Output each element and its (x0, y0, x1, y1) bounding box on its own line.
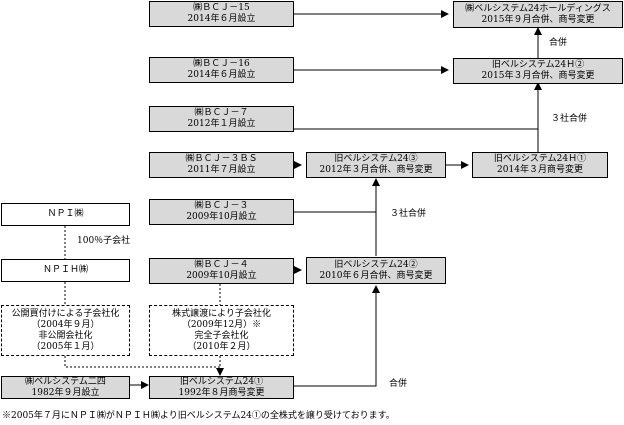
label-wholly-owned-subsidiary: 100％子会社 (77, 236, 131, 246)
node-detail: 1982年９月設立 (31, 387, 100, 398)
node-name: ㈱ベルシステム24ホールディングス (465, 3, 611, 14)
node-detail: 2015年３月合併、商号変更 (481, 71, 595, 81)
box-npi: ＮＰＩ㈱ (1, 203, 130, 226)
box-bcj7: ㈱ＢＣＪ－７ 2012年１月設立 (149, 106, 294, 132)
node-name: ＮＰＩ㈱ (47, 209, 84, 219)
node-detail: 2012年３月合併、商号変更 (319, 165, 433, 175)
box-bcj4: ㈱ＢＣＪ－４ 2009年10月設立 (149, 258, 294, 284)
node-name: 旧ベルシステム24Ｈ① (493, 154, 587, 164)
label-three-company-merge-mid: ３社合併 (390, 209, 427, 219)
note-line: 株式譲渡により子会社化 (172, 308, 271, 319)
box-bcj3bs: ㈱ＢＣＪ－３ＢＳ 2011年７月設立 (149, 152, 294, 178)
node-detail: 2014年３月商号変更 (497, 165, 583, 175)
box-npih: ＮＰＩＨ㈱ (1, 259, 130, 282)
label-merge-top: 合併 (549, 38, 568, 48)
box-bcj3: ㈱ＢＣＪ－３ 2009年10月設立 (149, 199, 294, 225)
node-detail: 2012年１月設立 (187, 119, 256, 129)
box-old24-h1: 旧ベルシステム24Ｈ① 2014年３月商号変更 (472, 152, 608, 178)
node-name: 旧ベルシステム24② (334, 259, 418, 270)
node-name: ㈱ＢＣＪ－３ＢＳ (185, 154, 258, 164)
node-detail: 2015年９月合併、商号変更 (481, 14, 595, 25)
box-npih-note: 公開買付けによる子会社化 （2004年９月） 非公開会社化 （2005年１月） (1, 305, 130, 356)
node-name: ㈱ＢＣＪ－７ (194, 108, 249, 118)
line-npih-note-to-old24-1 (64, 356, 224, 376)
arrow-old24-1-to-old24-2 (294, 285, 380, 387)
box-bell24-2: ㈱ベルシステム二四 1982年９月設立 (1, 376, 130, 399)
node-detail: 2010年６月合併、商号変更 (319, 270, 433, 281)
node-name: 旧ベルシステム24① (179, 376, 264, 387)
note-line: 非公開会社化 (38, 330, 93, 341)
node-detail: 2009年10月設立 (186, 212, 257, 222)
node-detail: 2009年10月設立 (186, 271, 257, 281)
box-bcj16: ㈱ＢＣＪ－16 2014年６月設立 (149, 57, 294, 83)
note-line: （2009年12月）※ (181, 319, 262, 330)
box-old24-2: 旧ベルシステム24② 2010年６月合併、商号変更 (306, 257, 446, 284)
box-bcj4-note: 株式譲渡により子会社化 （2009年12月）※ 完全子会社化 （2010年２月） (149, 305, 294, 356)
node-name: ㈱ベルシステム二四 (25, 376, 106, 387)
note-line: （2005年１月） (31, 341, 100, 352)
node-name: ㈱ＢＣＪ－４ (194, 260, 249, 270)
node-name: ＮＰＩＨ㈱ (42, 265, 88, 275)
node-detail: 2014年６月設立 (187, 70, 256, 80)
note-line: （2010年２月） (187, 341, 256, 352)
note-line: 完全子会社化 (194, 330, 249, 341)
box-old24-h2: 旧ベルシステム24Ｈ② 2015年３月合併、商号変更 (453, 58, 623, 84)
node-detail: 1992年８月商号変更 (178, 387, 265, 398)
node-name: ㈱ＢＣＪ－15 (193, 3, 250, 13)
node-name: ㈱ＢＣＪ－３ (194, 201, 249, 211)
box-bcj15: ㈱ＢＣＪ－15 2014年６月設立 (149, 1, 294, 27)
footnote: ※2005年７月にＮＰＩ㈱がＮＰＩＨ㈱より旧ベルシステム24①の全株式を譲り受け… (2, 411, 395, 421)
note-line: 公開買付けによる子会社化 (11, 308, 120, 319)
node-name: 旧ベルシステム24③ (334, 154, 418, 164)
label-three-company-merge-top: ３社合併 (551, 114, 588, 124)
node-detail: 2014年６月設立 (187, 14, 256, 24)
node-name: ㈱ＢＣＪ－16 (193, 59, 250, 69)
box-bell24-hd: ㈱ベルシステム24ホールディングス 2015年９月合併、商号変更 (453, 1, 623, 28)
box-old24-3: 旧ベルシステム24③ 2012年３月合併、商号変更 (306, 152, 446, 178)
box-old24-1: 旧ベルシステム24① 1992年８月商号変更 (149, 376, 294, 399)
label-merge-bottom: 合併 (389, 379, 408, 389)
node-name: 旧ベルシステム24Ｈ② (491, 60, 585, 70)
note-line: （2004年９月） (31, 319, 100, 330)
node-detail: 2011年７月設立 (187, 165, 256, 175)
